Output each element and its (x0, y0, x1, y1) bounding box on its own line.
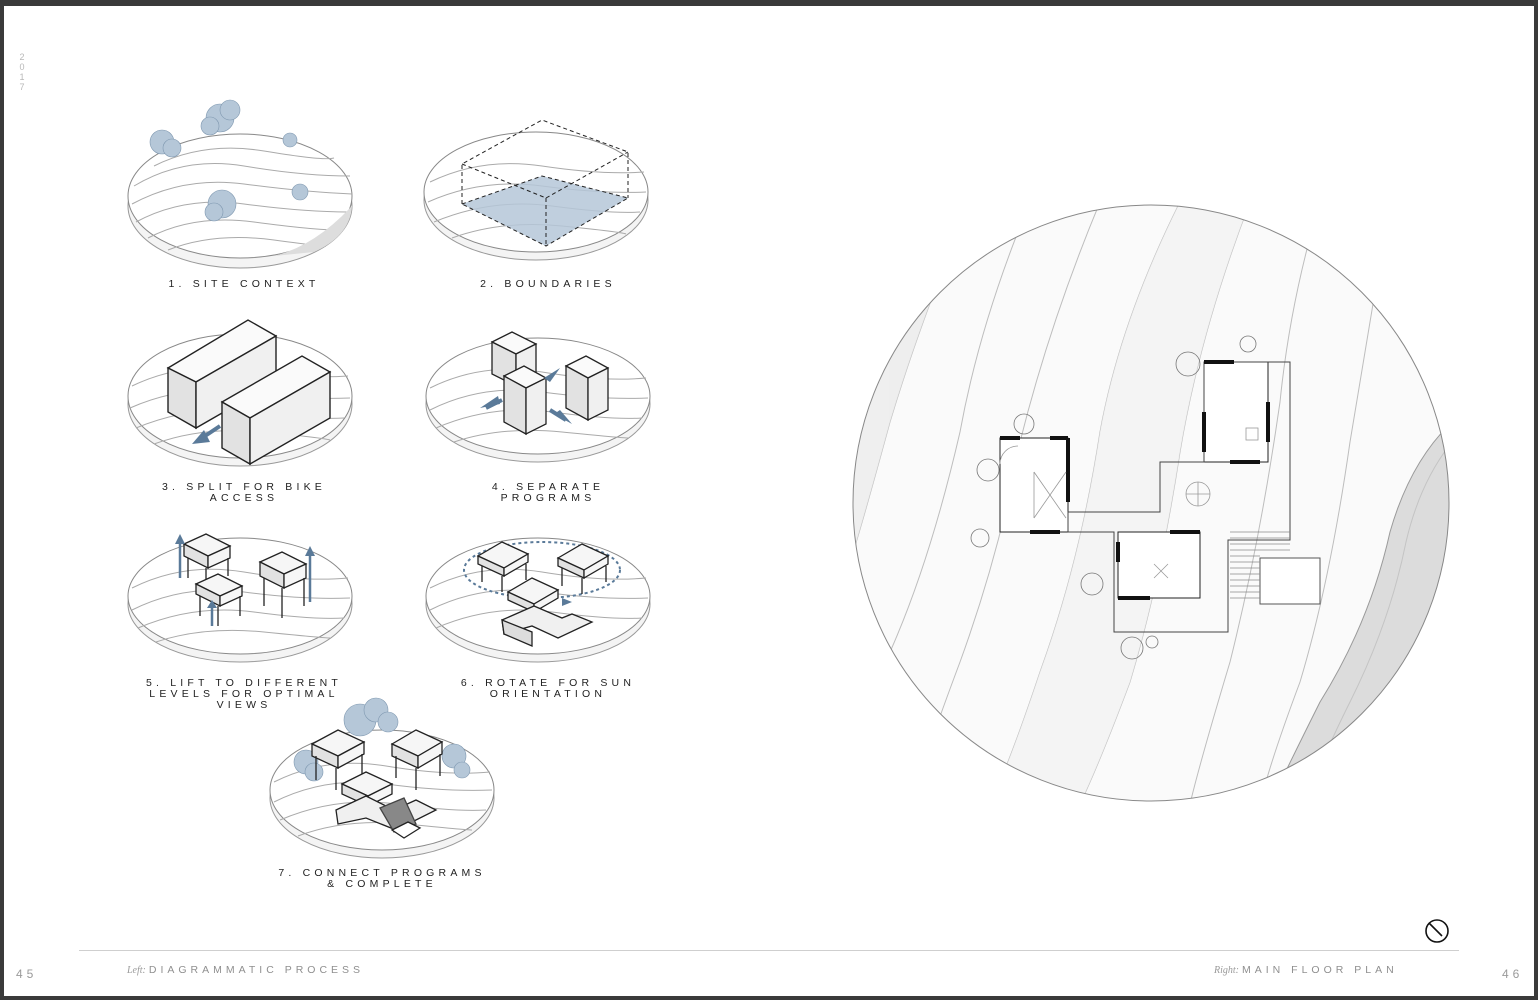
footer-right-text: MAIN FLOOR PLAN (1242, 964, 1398, 976)
main-floor-plan (850, 202, 1452, 804)
diagram-boundaries (422, 112, 656, 272)
diagram-caption-5: 5. LIFT TO DIFFERENT LEVELS FOR OPTIMAL … (145, 677, 343, 711)
footer-divider (79, 950, 1459, 951)
tree-icon (293, 697, 471, 782)
footer-left-text: DIAGRAMMATIC PROCESS (148, 964, 365, 976)
diagram-split (124, 316, 360, 476)
diagram-site-context (124, 96, 360, 276)
footer-right-title: Right:MAIN FLOOR PLAN (1214, 964, 1398, 976)
arrow-icon (192, 424, 222, 444)
diagram-lift (124, 522, 360, 672)
arrow-icon (480, 368, 572, 424)
diagram-caption-3: 3. SPLIT FOR BIKE ACCESS (162, 481, 326, 504)
arrow-icon (175, 534, 315, 626)
diagram-rotate (422, 522, 656, 672)
footer-right-prefix: Right: (1214, 965, 1239, 976)
spread: 2017 1. SITE CONTEXT (4, 6, 1534, 996)
footer-left-title: Left:DIAGRAMMATIC PROCESS (127, 964, 364, 976)
footer-left-prefix: Left: (127, 965, 146, 976)
north-arrow-icon (1424, 918, 1450, 944)
year-label: 2017 (19, 52, 25, 92)
diagram-caption-6: 6. ROTATE FOR SUN ORIENTATION (460, 677, 636, 700)
diagram-caption-1: 1. SITE CONTEXT (168, 278, 320, 290)
tree-icon (149, 99, 309, 222)
diagram-complete (266, 692, 502, 864)
diagram-caption-4: 4. SEPARATE PROGRAMS (491, 481, 605, 504)
diagram-caption-7: 7. CONNECT PROGRAMS & COMPLETE (278, 867, 486, 890)
diagram-separate (422, 322, 656, 472)
tree-icon (970, 335, 1257, 660)
page-number-right: 46 (1502, 967, 1524, 981)
diagram-caption-2: 2. BOUNDARIES (480, 278, 616, 290)
page-number-left: 45 (16, 967, 38, 981)
